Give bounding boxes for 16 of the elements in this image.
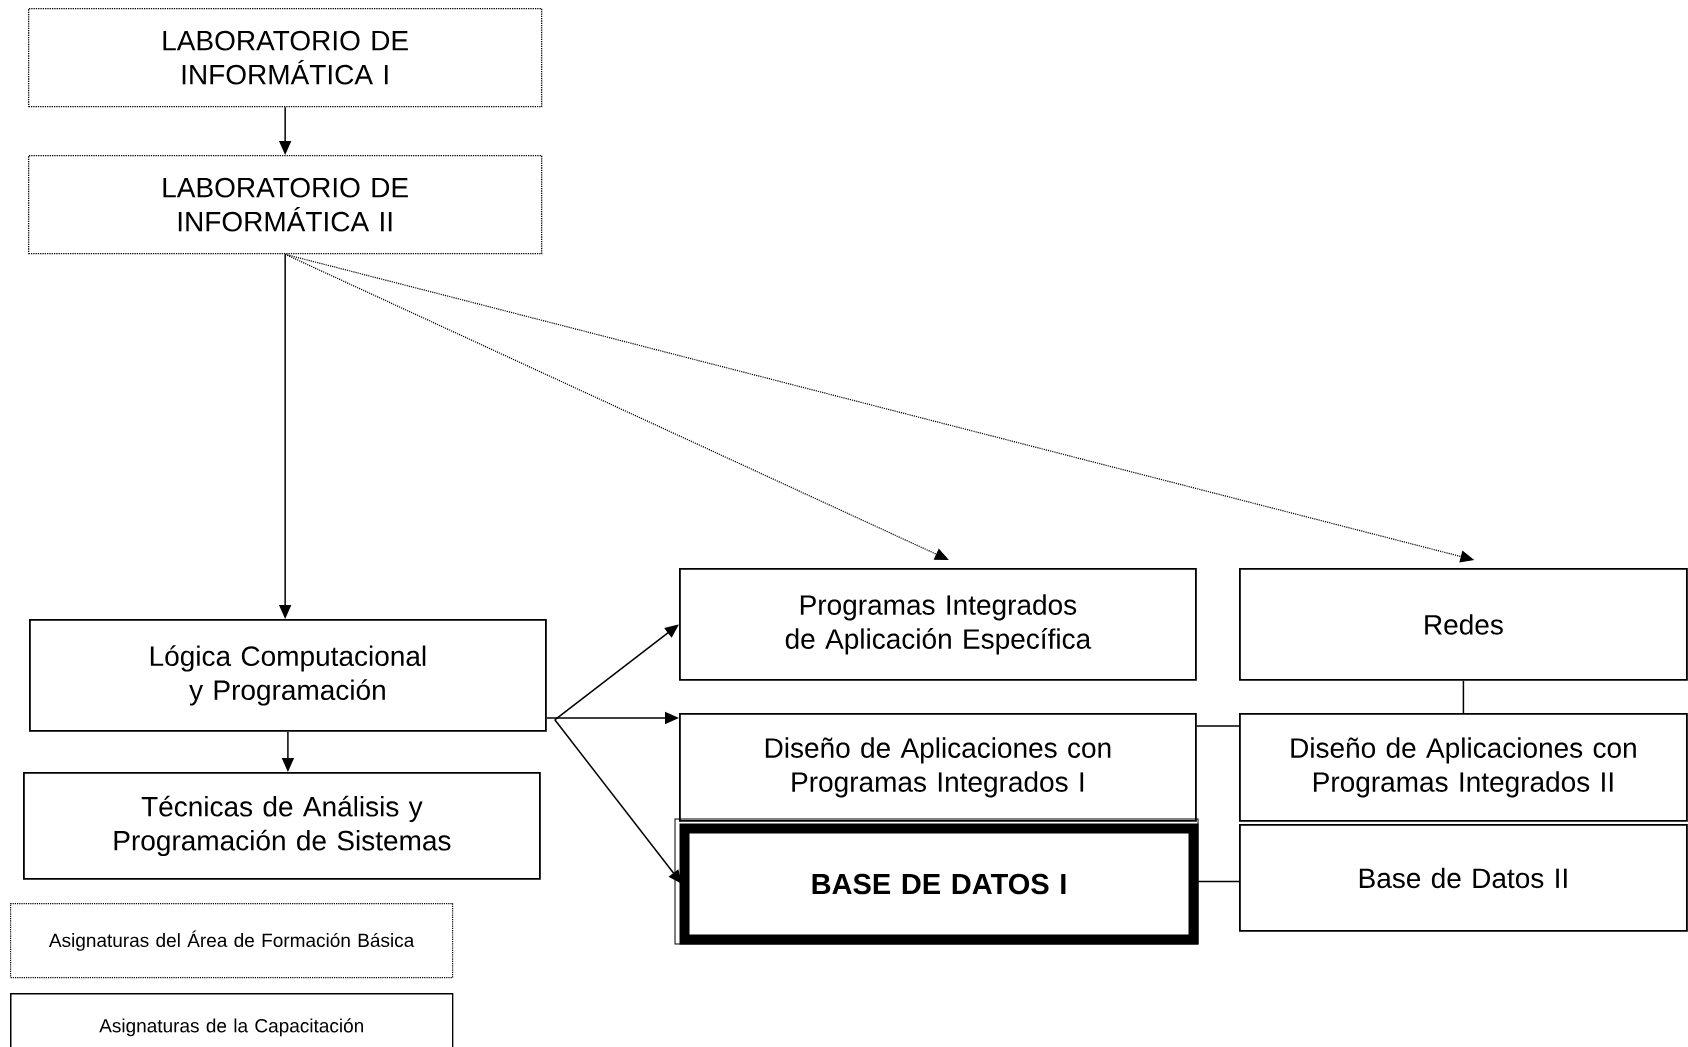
course-box: LABORATORIO DE INFORMÁTICA I — [28, 8, 543, 108]
course-box: LABORATORIO DE INFORMÁTICA II — [28, 155, 543, 255]
arrow — [554, 719, 682, 884]
course-box: Redes — [1239, 568, 1688, 681]
connector-line — [1196, 725, 1240, 727]
connector-line — [1462, 680, 1465, 714]
course-box: Diseño de Aplicaciones con Programas Integrados I — [679, 713, 1197, 822]
connector-line — [1195, 880, 1240, 883]
course-box: Técnicas de Análisis y Programación de Sistemas — [23, 772, 541, 880]
course-box: Programas Integrados de Aplicación Específica — [679, 568, 1197, 681]
highlighted-course-box: BASE DE DATOS I — [674, 818, 1199, 945]
legend-box: Asignaturas de la Capacitación — [10, 993, 454, 1047]
course-box: Diseño de Aplicaciones con Programas Integrados II — [1239, 713, 1688, 822]
course-box: Lógica Computacional y Programación — [29, 619, 547, 732]
course-box: Base de Datos II — [1239, 824, 1688, 932]
legend-box: Asignaturas del Área de Formación Básica — [10, 903, 454, 979]
